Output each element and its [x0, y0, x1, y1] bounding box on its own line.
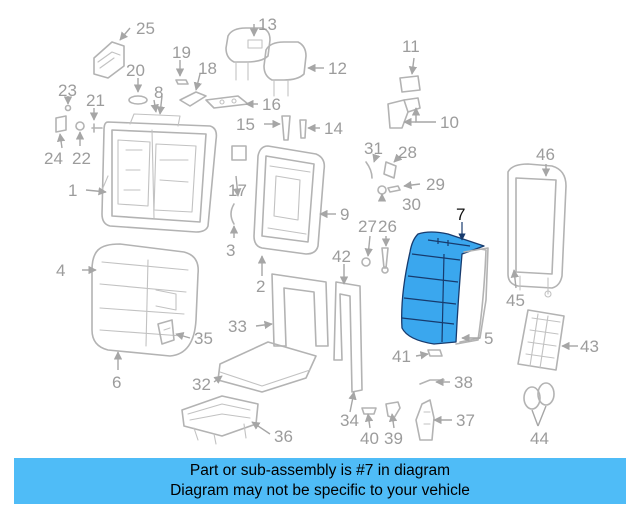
- callout-24: 24: [44, 149, 63, 168]
- callout-6: 6: [112, 373, 121, 392]
- part-25-bracket: [93, 41, 125, 79]
- callout-11: 11: [402, 37, 420, 56]
- callout-29: 29: [426, 175, 445, 194]
- part-14-guide: [299, 119, 307, 139]
- banner-line-disclaimer: Diagram may not be specific to your vehi…: [170, 482, 470, 499]
- banner-line-part-info: Part or sub-assembly is #7 in diagram: [189, 462, 451, 479]
- callout-34: 34: [340, 411, 359, 430]
- callout-14: 14: [324, 119, 343, 138]
- callout-33: 33: [228, 317, 247, 336]
- callout-30: 30: [402, 195, 421, 214]
- part-1-seatback-frame: [101, 113, 218, 233]
- part-36-seat-frame: [181, 395, 259, 445]
- callout-19: 19: [172, 43, 191, 62]
- part-46-frame: [507, 163, 567, 298]
- part-19-clip: [175, 79, 189, 85]
- part-31-28-29-30-fasteners: [365, 161, 401, 195]
- part-41-clip: [427, 349, 443, 357]
- callout-7: 7: [456, 205, 465, 224]
- callout-4: 4: [56, 261, 65, 280]
- callout-5: 5: [484, 329, 493, 348]
- part-4-seat-cushion: [91, 243, 200, 357]
- callout-2: 2: [256, 277, 265, 296]
- part-27-washer: [361, 257, 371, 267]
- part-18-cover: [179, 91, 207, 107]
- part-43-pad: [517, 309, 565, 371]
- callout-37: 37: [456, 411, 475, 430]
- part-9-seatback-frame: [253, 145, 326, 255]
- part-44-caps: [523, 382, 555, 410]
- callout-35: 35: [194, 329, 213, 348]
- callout-12: 12: [328, 59, 347, 78]
- part-17-cap: [231, 145, 247, 161]
- part-5-backing: [459, 247, 489, 343]
- callout-43: 43: [580, 337, 599, 356]
- part-32-cushion-pad: [217, 341, 317, 393]
- part-33-trim: [271, 273, 329, 347]
- parts-diagram: 25 13 19 12 20 18 16 8 23 21 24 22 15 14…: [44, 15, 599, 448]
- callout-10: 10: [440, 113, 459, 132]
- part-20-clip: [128, 95, 148, 105]
- part-42-trim: [333, 281, 363, 393]
- part-15-guide: [281, 115, 291, 141]
- part-7-seatback-pad: [401, 231, 487, 345]
- callout-17: 17: [228, 181, 247, 200]
- callout-26: 26: [378, 217, 397, 236]
- callout-3: 3: [226, 241, 235, 260]
- part-11-latch: [399, 75, 421, 93]
- callout-9: 9: [340, 205, 349, 224]
- callout-45: 45: [506, 291, 525, 310]
- part-39-clip: [385, 401, 401, 419]
- callout-23: 23: [58, 81, 77, 100]
- callout-40: 40: [360, 429, 379, 448]
- part-37-bracket: [415, 399, 435, 441]
- callout-25: 25: [136, 19, 155, 38]
- info-banner: Part or sub-assembly is #7 in diagram Di…: [14, 458, 626, 504]
- leader-lines: [56, 24, 578, 435]
- callout-13: 13: [258, 15, 277, 34]
- part-13-headrest: [225, 27, 271, 81]
- part-23-24-22-21-fasteners: [55, 104, 103, 133]
- callout-38: 38: [454, 373, 473, 392]
- callout-20: 20: [126, 61, 145, 80]
- callout-28: 28: [398, 143, 417, 162]
- callout-42: 42: [332, 247, 351, 266]
- callout-46: 46: [536, 145, 555, 164]
- callout-21: 21: [86, 91, 105, 110]
- part-3-strip: [230, 203, 235, 225]
- callout-27: 27: [358, 217, 377, 236]
- callout-31: 31: [364, 139, 383, 158]
- callout-15: 15: [236, 115, 255, 134]
- part-26-bolt: [381, 247, 389, 274]
- callout-41: 41: [392, 347, 411, 366]
- callout-18: 18: [198, 59, 217, 78]
- part-16-bezel: [205, 95, 249, 109]
- part-10-latch: [387, 97, 421, 129]
- callout-44: 44: [530, 429, 549, 448]
- callout-labels: 25 13 19 12 20 18 16 8 23 21 24 22 15 14…: [44, 15, 599, 448]
- part-35-bracket: [157, 319, 175, 345]
- callout-16: 16: [262, 95, 281, 114]
- part-40-clip: [361, 407, 377, 415]
- callout-32: 32: [192, 375, 211, 394]
- callout-22: 22: [72, 149, 91, 168]
- part-12-headrest: [263, 41, 307, 97]
- callout-8: 8: [154, 83, 163, 102]
- callout-36: 36: [274, 427, 293, 446]
- callout-39: 39: [384, 429, 403, 448]
- callout-1: 1: [68, 181, 77, 200]
